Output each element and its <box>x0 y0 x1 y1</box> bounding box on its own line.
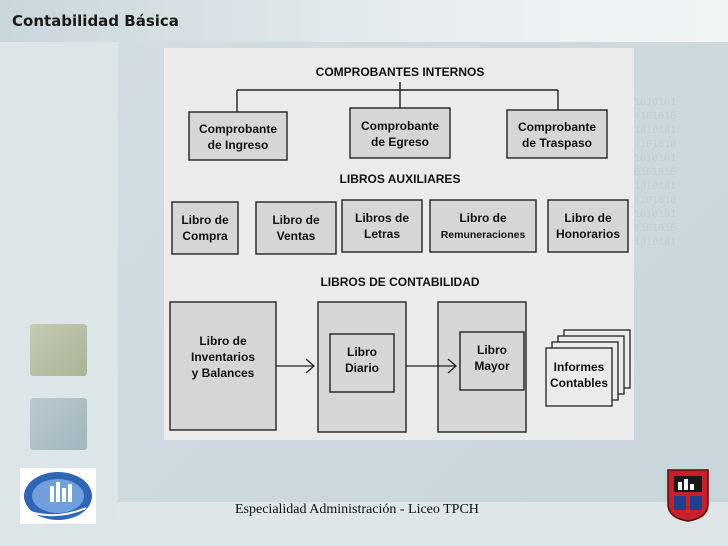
libro-honorarios-line2: Honorarios <box>556 227 620 241</box>
libro-honorarios-box: Libro de Honorarios <box>547 199 629 253</box>
left-band <box>0 42 118 546</box>
comprobante-egreso-line1: Comprobante <box>361 119 439 133</box>
libro-mayor-line1: Libro <box>477 343 507 357</box>
decor-square-olive <box>30 324 87 376</box>
slide-title: Contabilidad Básica <box>12 12 179 30</box>
comprobante-traspaso-box: Comprobante de Traspaso <box>506 109 608 159</box>
arrow-inventarios-to-diario <box>276 358 315 374</box>
arrow-diario-to-mayor <box>406 358 457 374</box>
libro-inventarios-box: Libro de Inventarios y Balances <box>169 301 277 431</box>
libro-mayor-line2: Mayor <box>474 359 510 373</box>
decor-square-blue <box>30 398 87 450</box>
libro-ventas-box: Libro de Ventas <box>255 201 337 255</box>
footer-text: Especialidad Administración - Liceo TPCH <box>235 502 479 517</box>
libro-inventarios-line1: Libro de <box>199 334 247 348</box>
libro-remuneraciones-line1: Libro de <box>459 211 507 225</box>
comprobante-egreso-line2: de Egreso <box>371 135 429 149</box>
title-bar: Contabilidad Básica <box>0 0 728 42</box>
informes-contables-stack: Informes Contables <box>545 329 631 407</box>
section-title-libros-auxiliares: LIBROS AUXILIARES <box>340 172 461 186</box>
section-title-libros-contabilidad: LIBROS DE CONTABILIDAD <box>320 275 479 289</box>
informes-contables-line1: Informes <box>554 360 605 374</box>
libro-honorarios-line1: Libro de <box>564 211 612 225</box>
libro-inventarios-line3: y Balances <box>192 366 255 380</box>
libro-ventas-line1: Libro de <box>272 213 320 227</box>
libro-compra-box: Libro de Compra <box>171 201 239 255</box>
libro-mayor-box: Libro Mayor <box>437 301 527 433</box>
libro-diario-line1: Libro <box>347 345 377 359</box>
comprobante-ingreso-line2: de Ingreso <box>208 138 269 152</box>
comprobante-traspaso-line1: Comprobante <box>518 120 596 134</box>
libro-ventas-line2: Ventas <box>277 229 316 243</box>
libros-letras-box: Libros de Letras <box>341 199 423 253</box>
libros-letras-line2: Letras <box>364 227 400 241</box>
flow-arrows <box>276 358 457 374</box>
tpch-logo <box>667 469 709 522</box>
binary-pattern: 01010101 10101010 01010101 10101010 0101… <box>628 97 677 248</box>
comprobante-egreso-box: Comprobante de Egreso <box>349 107 451 159</box>
libro-diario-box: Libro Diario <box>317 301 407 433</box>
comprobante-ingreso-line1: Comprobante <box>199 122 277 136</box>
libro-remuneraciones-box: Libro de Remuneraciones <box>429 199 537 253</box>
libro-inventarios-line2: Inventarios <box>191 350 255 364</box>
comprobante-ingreso-box: Comprobante de Ingreso <box>188 111 288 161</box>
informes-contables-line2: Contables <box>550 376 608 390</box>
section-title-comprobantes-internos: COMPROBANTES INTERNOS <box>316 65 485 79</box>
comprobante-traspaso-line2: de Traspaso <box>522 136 592 150</box>
libro-diario-line2: Diario <box>345 361 379 375</box>
accounting-diagram: COMPROBANTES INTERNOS LIBROS AUXILIARES … <box>164 48 634 440</box>
libro-compra-line2: Compra <box>182 229 228 243</box>
libro-remuneraciones-line2: Remuneraciones <box>441 229 526 241</box>
adm-logo <box>20 468 96 524</box>
libros-letras-line1: Libros de <box>355 211 409 225</box>
libro-compra-line1: Libro de <box>181 213 229 227</box>
